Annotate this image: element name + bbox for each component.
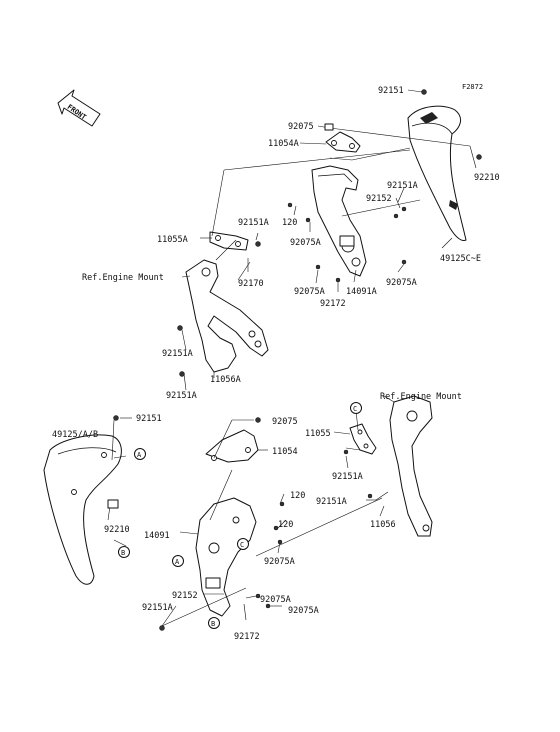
circle-ref-c-stay-label: C (353, 405, 357, 413)
part-label-14091A: 14091A (346, 287, 377, 297)
figure-code: F2872 (462, 83, 483, 91)
part-label-92075A-e: 92075A (260, 595, 291, 605)
circle-ref-c-panel: C (237, 538, 249, 550)
circle-ref-a-upper: A (134, 448, 146, 460)
part-label-120-c: 120 (278, 520, 293, 530)
part-label-11055A: 11055A (157, 235, 188, 245)
part-label-120-a: 120 (282, 218, 297, 228)
part-label-92151A-d: 92151A (166, 391, 197, 401)
part-label-92152-b: 92152 (172, 591, 198, 601)
part-label-92075-top: 92075 (288, 122, 314, 132)
stay-11056A (185, 259, 269, 373)
ref-engine-mount-upper: Ref.Engine Mount (82, 273, 164, 283)
part-label-92075A-a: 92075A (290, 238, 321, 248)
circle-ref-b-lower-label: B (211, 620, 215, 628)
part-label-49125C-E: 49125C~E (440, 254, 481, 264)
upper-right-cowl (407, 105, 467, 241)
part-label-92151A-f: 92151A (316, 497, 347, 507)
part-label-92152-a: 92152 (366, 194, 392, 204)
part-label-11054: 11054 (272, 447, 298, 457)
bracket-11054A (325, 131, 361, 153)
part-label-11056A: 11056A (210, 375, 241, 385)
part-label-92151A-a: 92151A (387, 181, 418, 191)
part-label-92075A-f: 92075A (288, 606, 319, 616)
bracket-11055 (349, 423, 377, 455)
part-label-92210-top: 92210 (474, 173, 500, 183)
part-label-92151A-e: 92151A (332, 472, 363, 482)
part-label-92151A-b: 92151A (238, 218, 269, 228)
part-label-92075A-d: 92075A (264, 557, 295, 567)
leader-lines-lower (107, 395, 395, 627)
fasteners-lower (107, 415, 373, 631)
ref-engine-mount-lower: Ref.Engine Mount (380, 392, 462, 402)
part-label-92075-b: 92075 (272, 417, 298, 427)
part-label-120-b: 120 (290, 491, 305, 501)
stay-11056 (389, 395, 433, 537)
part-label-92210-b: 92210 (104, 525, 130, 535)
part-label-92151-b: 92151 (136, 414, 162, 424)
bracket-11055A (209, 231, 249, 251)
part-label-92151-top: 92151 (378, 86, 404, 96)
part-label-11056: 11056 (370, 520, 396, 530)
part-label-92172-a: 92172 (320, 299, 346, 309)
inner-panel-14091A (311, 165, 367, 277)
part-label-92172-b: 92172 (234, 632, 260, 642)
inner-panel-14091 (195, 497, 257, 617)
fasteners-upper (177, 89, 482, 377)
circle-ref-c-panel-label: C (240, 541, 244, 549)
part-label-11055: 11055 (305, 429, 331, 439)
part-label-92151A-c: 92151A (162, 349, 193, 359)
part-label-11054A: 11054A (268, 139, 299, 149)
circle-ref-b-lower: B (208, 617, 220, 629)
part-label-92075A-c: 92075A (386, 278, 417, 288)
bracket-11054 (205, 429, 259, 463)
part-label-92170: 92170 (238, 279, 264, 289)
part-label-92151A-g: 92151A (142, 603, 173, 613)
circle-ref-c-stay: C (350, 402, 362, 414)
circle-ref-a-lower-label: A (175, 558, 180, 566)
circle-ref-b-upper: B (118, 546, 130, 558)
circle-ref-a-upper-label: A (137, 451, 142, 459)
part-label-92075A-b: 92075A (294, 287, 325, 297)
circle-ref-b-upper-label: B (121, 549, 125, 557)
leader-lines-upper (181, 89, 477, 391)
part-label-49125-A-B: 49125/A/B (52, 430, 98, 440)
front-direction-arrow-icon: FRONT (57, 89, 101, 127)
part-label-14091: 14091 (144, 531, 170, 541)
circle-ref-a-lower: A (172, 555, 184, 567)
lower-left-cowl (43, 434, 122, 585)
